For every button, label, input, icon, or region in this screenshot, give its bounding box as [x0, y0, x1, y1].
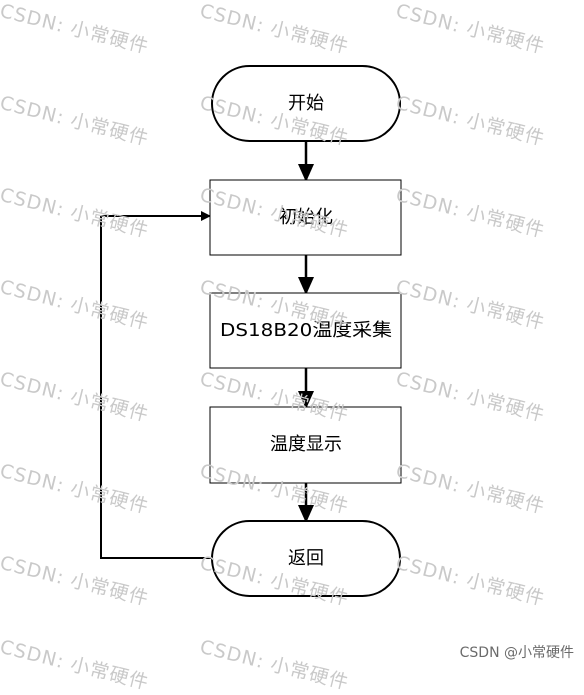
- process-shape: [209, 406, 402, 484]
- process-shape: [209, 179, 402, 256]
- csdn-credit: CSDN @小常硬件: [459, 645, 574, 661]
- edges: [100, 141, 314, 559]
- node-start: 开始: [211, 65, 401, 142]
- terminal-shape: [211, 65, 401, 142]
- node-label-start: 开始: [288, 93, 324, 114]
- node-return: 返回: [211, 520, 401, 597]
- node-display: 温度显示: [209, 406, 402, 484]
- process-shape: [209, 292, 402, 369]
- node-init: 初始化: [209, 179, 402, 256]
- node-label-init: 初始化: [279, 207, 333, 228]
- flowchart: 开始 初始化 DS18B20温度采集 温度显示 返回: [100, 65, 402, 597]
- edge-return-to-init-loop: [100, 211, 212, 559]
- node-label-display: 温度显示: [270, 434, 342, 455]
- node-collect: DS18B20温度采集: [209, 292, 402, 369]
- node-label-return: 返回: [288, 548, 324, 569]
- node-label-collect: DS18B20温度采集: [220, 320, 392, 341]
- terminal-shape: [211, 520, 401, 597]
